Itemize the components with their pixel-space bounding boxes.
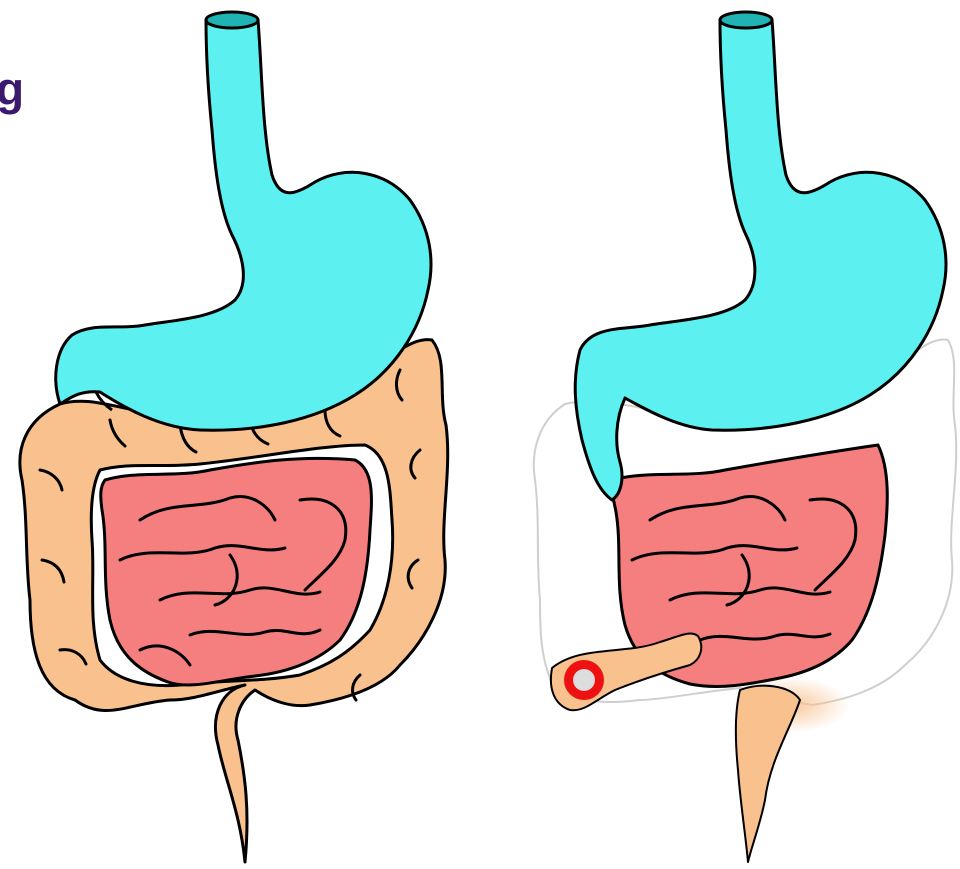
esophagus-opening: [720, 12, 772, 28]
esophagus-and-stomach: [56, 20, 431, 430]
post-surgery-digestive-tract: [534, 12, 956, 862]
normal-digestive-tract: [20, 12, 448, 862]
esophagus-opening: [206, 12, 258, 28]
stoma-center: [573, 669, 595, 691]
rectal-stump: [736, 686, 800, 862]
